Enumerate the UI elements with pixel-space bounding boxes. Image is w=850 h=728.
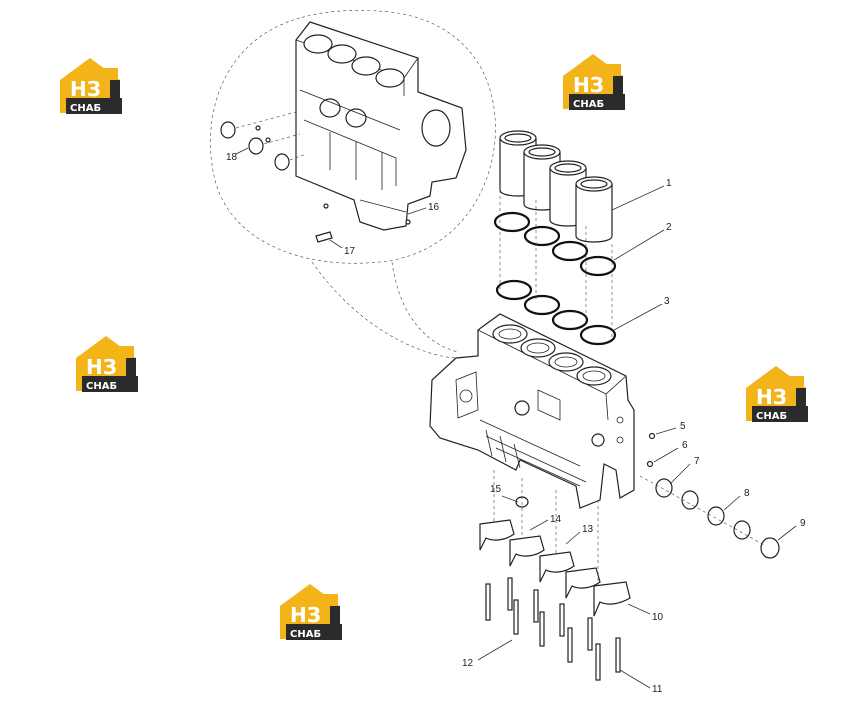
part-17-pin bbox=[315, 231, 333, 243]
cap-bolts bbox=[485, 577, 621, 681]
part-11-bolt bbox=[567, 627, 573, 663]
part-3-o-ring bbox=[551, 309, 589, 331]
engine-block bbox=[429, 313, 635, 509]
main-bearing-caps bbox=[479, 470, 631, 617]
watermark-sub-text: СНАБ bbox=[86, 381, 117, 392]
callout-11: 11 bbox=[652, 684, 663, 695]
part-14-bearing-cap bbox=[479, 519, 515, 551]
part-2-o-ring bbox=[579, 255, 617, 277]
callout-18: 18 bbox=[226, 152, 238, 163]
part-16-dowel bbox=[405, 219, 411, 225]
part-8-bushing bbox=[707, 506, 725, 526]
part-18-plug bbox=[248, 137, 264, 155]
part-11-bolt bbox=[595, 643, 601, 681]
part-11-bolt bbox=[559, 603, 565, 637]
watermark-logo-text: НЗ bbox=[756, 385, 787, 409]
watermark-logo: НЗ СНАБ bbox=[746, 366, 808, 422]
part-11-bolt bbox=[587, 617, 593, 651]
watermark-logo-text: НЗ bbox=[290, 603, 321, 627]
part-2-o-ring bbox=[523, 225, 561, 247]
callout-8: 8 bbox=[744, 488, 750, 499]
watermark-logo: НЗ СНАБ bbox=[563, 54, 625, 110]
part-11-bolt bbox=[615, 637, 621, 673]
part-6-plug bbox=[646, 460, 654, 468]
callout-9: 9 bbox=[800, 518, 806, 529]
cylinder-liners bbox=[499, 130, 613, 243]
detail-bubble bbox=[210, 10, 496, 359]
part-3-o-ring bbox=[523, 294, 561, 316]
watermark-sub-text: СНАБ bbox=[756, 411, 787, 422]
detail-block bbox=[295, 21, 467, 231]
part-18-plug bbox=[274, 153, 290, 171]
part-5-plug bbox=[648, 432, 656, 440]
o-rings-lower bbox=[495, 279, 617, 346]
part-12-bolt bbox=[485, 583, 491, 621]
part-2-o-ring bbox=[493, 211, 531, 233]
callout-7: 7 bbox=[694, 456, 700, 467]
camshaft-bushings bbox=[639, 475, 780, 559]
part-12-bolt bbox=[513, 599, 519, 635]
callout-2: 2 bbox=[666, 222, 672, 233]
callout-16: 16 bbox=[428, 202, 440, 213]
part-10-bearing-cap bbox=[593, 581, 631, 617]
watermark-logo: НЗ СНАБ bbox=[60, 58, 122, 114]
callout-14: 14 bbox=[550, 514, 562, 525]
watermark-sub-text: СНАБ bbox=[573, 99, 604, 110]
part-12-bolt bbox=[507, 577, 513, 611]
part-9-bushing bbox=[760, 537, 780, 559]
part-8-bushing bbox=[733, 520, 751, 540]
leader-lines bbox=[235, 147, 797, 689]
part-13-bearing-cap bbox=[565, 567, 601, 599]
part-7-bushing bbox=[655, 478, 673, 498]
part-1-liner bbox=[575, 176, 613, 243]
watermark-logo-text: НЗ bbox=[70, 77, 101, 101]
callout-6: 6 bbox=[682, 440, 688, 451]
part-3-o-ring bbox=[495, 279, 533, 301]
callout-17: 17 bbox=[344, 246, 356, 257]
part-16-dowel bbox=[323, 203, 329, 209]
part-13-bearing-cap bbox=[539, 551, 575, 583]
o-rings-upper bbox=[493, 211, 617, 277]
part-18-plug bbox=[220, 121, 236, 139]
callout-labels: 1 2 3 5 6 7 8 9 10 11 12 13 14 15 16 17 … bbox=[226, 152, 806, 695]
part-13-bearing-cap bbox=[509, 535, 545, 567]
part-3-o-ring bbox=[579, 324, 617, 346]
callout-12: 12 bbox=[462, 658, 474, 669]
watermark-logo: НЗ СНАБ bbox=[280, 584, 342, 640]
callout-1: 1 bbox=[666, 178, 672, 189]
callout-13: 13 bbox=[582, 524, 594, 535]
watermark-logo-text: НЗ bbox=[86, 355, 117, 379]
callout-10: 10 bbox=[652, 612, 664, 623]
callout-15: 15 bbox=[490, 484, 502, 495]
part-11-bolt bbox=[533, 589, 539, 623]
watermark-logo-text: НЗ bbox=[573, 73, 604, 97]
callout-3: 3 bbox=[664, 296, 670, 307]
watermark-sub-text: СНАБ bbox=[70, 103, 101, 114]
watermark-logo: НЗ СНАБ bbox=[76, 336, 138, 392]
watermark-sub-text: СНАБ bbox=[290, 629, 321, 640]
callout-5: 5 bbox=[680, 421, 686, 432]
part-2-o-ring bbox=[551, 240, 589, 262]
part-7-bushing bbox=[681, 490, 699, 510]
part-11-bolt bbox=[539, 611, 545, 647]
